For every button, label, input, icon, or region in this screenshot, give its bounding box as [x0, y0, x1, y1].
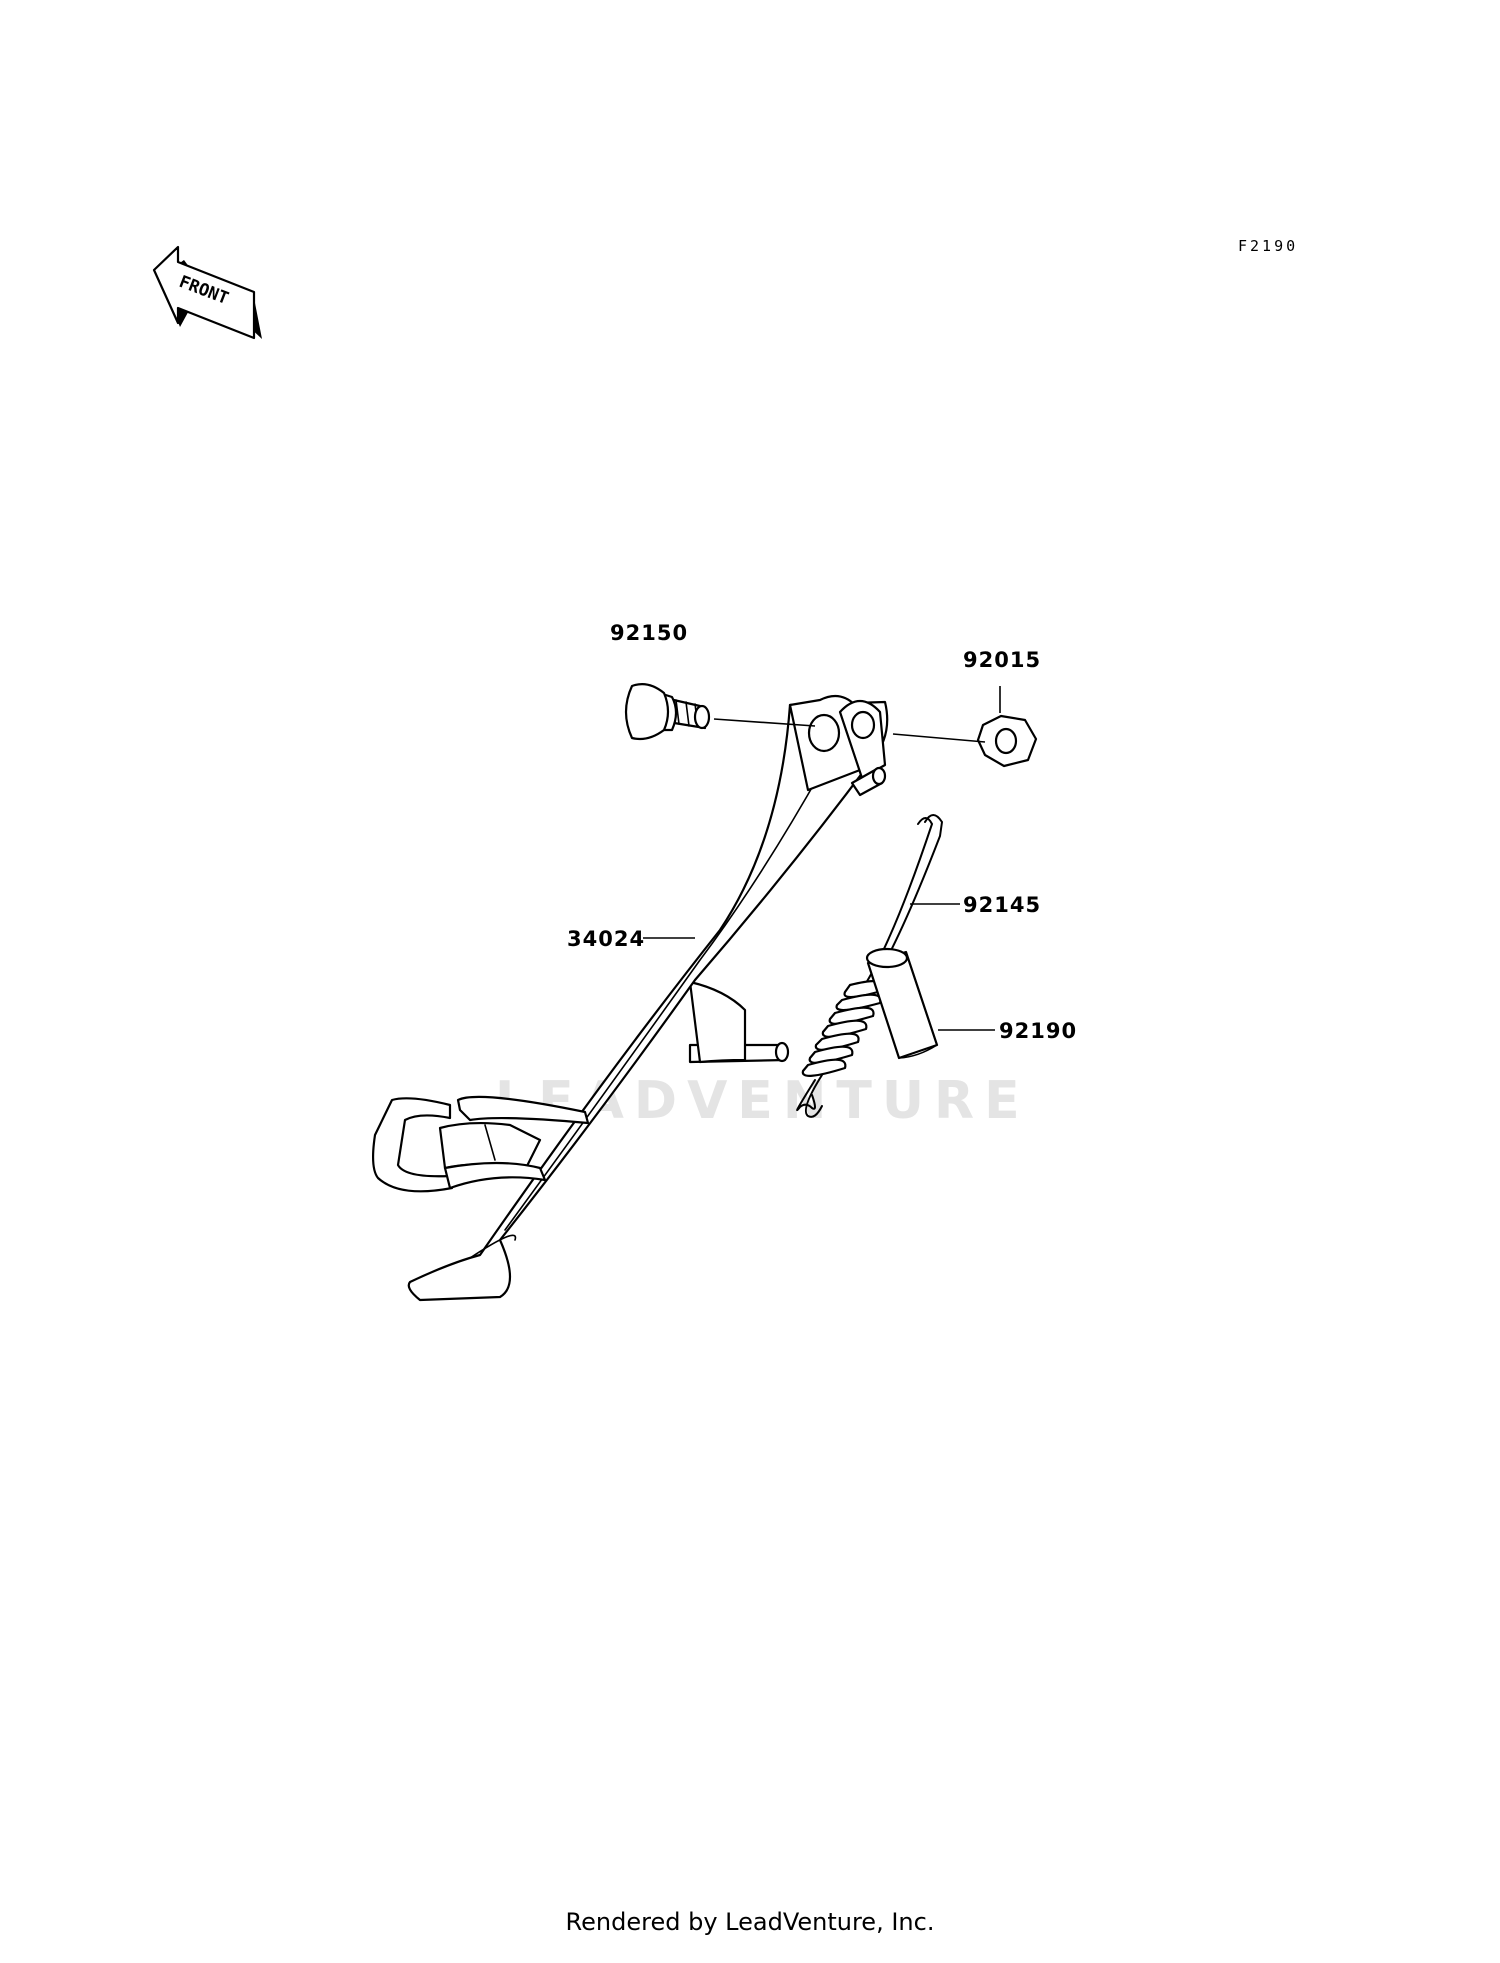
- diagram-code: F2190: [1238, 237, 1298, 255]
- callout-92145: 92145: [963, 893, 1041, 917]
- callout-92015: 92015: [963, 648, 1041, 672]
- callout-92190: 92190: [999, 1019, 1077, 1043]
- footer-credit: Rendered by LeadVenture, Inc.: [565, 1908, 935, 1936]
- leader-lines: [643, 686, 1001, 1031]
- bolt-drawing: [624, 683, 711, 741]
- nut-drawing: [976, 714, 1038, 768]
- collar-drawing: [865, 947, 939, 1060]
- front-arrow-icon: FRONT: [152, 245, 262, 340]
- callout-92150: 92150: [610, 621, 688, 645]
- leader-92015: [892, 733, 986, 743]
- side-stand-drawing: [371, 694, 889, 1302]
- callout-34024: 34024: [567, 927, 645, 951]
- leader-92150: [713, 718, 816, 727]
